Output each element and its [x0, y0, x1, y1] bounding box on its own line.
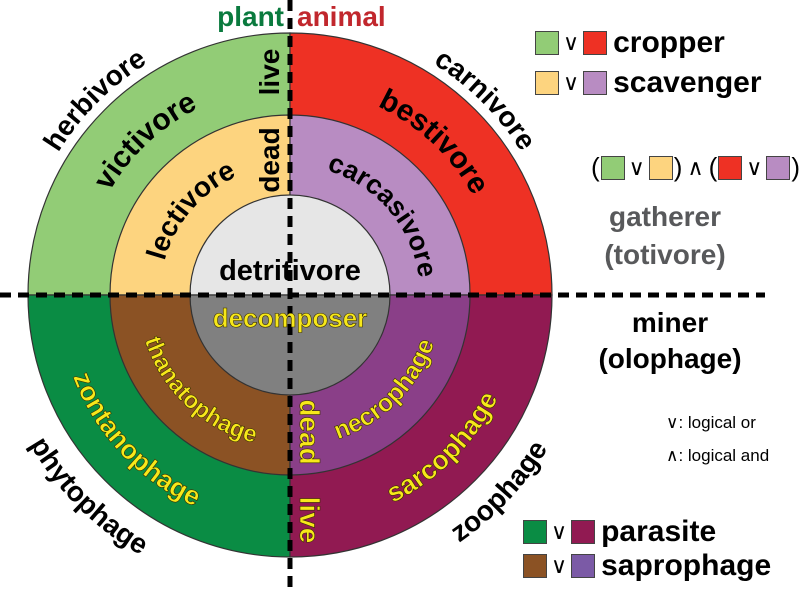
legend-parasite: ∨ parasite	[523, 515, 716, 549]
axis-dead-top: dead	[254, 127, 285, 192]
axis-plant: plant	[217, 1, 284, 32]
parasite-label: parasite	[601, 515, 717, 548]
or-symbol: ∨	[551, 519, 568, 544]
paren: )	[673, 152, 683, 182]
axis-live-top: live	[254, 49, 285, 96]
axis-live-bottom: live	[294, 497, 325, 544]
swatch-phytophage-dead	[523, 554, 547, 578]
swatch-zoophage-live	[571, 520, 596, 544]
or-symbol: ∨	[746, 154, 763, 180]
gatherer-label: gatherer (totivore)	[580, 198, 750, 274]
axis-dead-bottom: dead	[294, 399, 325, 464]
legend-scavenger: ∨ scavenger	[535, 66, 762, 100]
or-symbol: ∨	[628, 154, 645, 180]
miner-label: miner (olophage)	[580, 305, 760, 377]
label-detritivore: detritivore	[219, 255, 361, 287]
label-decomposer: decomposer	[213, 303, 368, 333]
axis-animal: animal	[297, 1, 386, 32]
saprophage-label: saprophage	[601, 549, 772, 582]
paren: )	[791, 152, 800, 182]
legend-gatherer-formula: ( ∨ ) ∧ ( ∨ )	[590, 152, 800, 183]
legend-cropper: ∨ cropper	[535, 26, 725, 60]
swatch-herbivore-live	[600, 155, 625, 180]
swatch-phytophage-live	[523, 520, 547, 544]
legend-saprophage: ∨ saprophage	[523, 549, 771, 583]
swatch-zoophage-dead	[571, 554, 596, 578]
gatherer-text: gatherer	[608, 201, 722, 232]
and-note: ∧: logical and	[666, 446, 770, 465]
scavenger-label: scavenger	[613, 66, 762, 99]
swatch-carnivore-live	[583, 31, 608, 55]
or-symbol: ∨	[563, 30, 580, 55]
swatch-carnivore-dead	[766, 155, 791, 180]
or-symbol: ∨	[551, 553, 568, 578]
swatch-carnivore-dead	[583, 71, 608, 95]
cropper-label: cropper	[613, 26, 725, 59]
swatch-herbivore-dead	[535, 71, 559, 95]
and-symbol: ∧	[687, 154, 704, 180]
olophage-text: (olophage)	[598, 343, 742, 374]
swatch-carnivore-live	[718, 155, 743, 180]
or-note: ∨: logical or	[666, 413, 756, 432]
swatch-herbivore-dead	[648, 155, 673, 180]
miner-text: miner	[631, 307, 709, 338]
totivore-text: (totivore)	[604, 239, 726, 270]
swatch-herbivore-live	[535, 31, 559, 55]
paren: (	[591, 152, 600, 182]
or-symbol: ∨	[563, 70, 580, 95]
paren: (	[708, 152, 718, 182]
